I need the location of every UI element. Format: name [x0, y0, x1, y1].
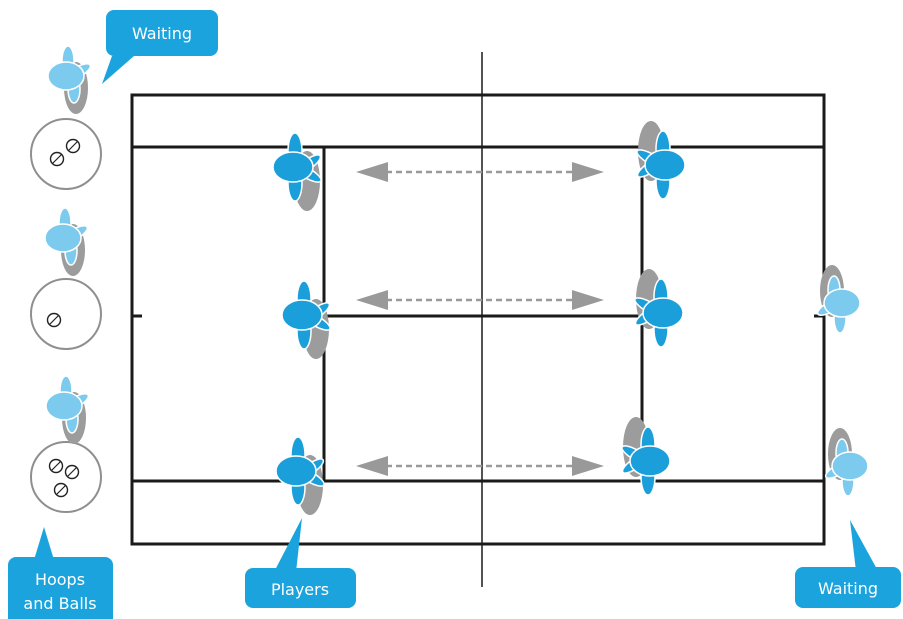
- callout-hoops-and-balls: Hoops and Balls: [8, 527, 113, 619]
- callout-waiting-bottom: Waiting: [795, 520, 901, 608]
- waiting-player-icon: [44, 207, 91, 277]
- double-arrow-icon: [354, 160, 606, 184]
- ball-icon: [49, 151, 65, 167]
- double-arrow-icon: [354, 288, 606, 312]
- callout-players: Players: [245, 518, 356, 608]
- player-icon: [631, 268, 684, 348]
- callout-waiting-top-text: Waiting: [132, 24, 192, 43]
- tennis-court: [130, 52, 826, 587]
- waiting-player-icon: [47, 45, 94, 115]
- callout-players-text: Players: [271, 580, 329, 599]
- ball-icon: [53, 482, 69, 498]
- ball-icon: [64, 464, 80, 480]
- callout-hoops-line2: and Balls: [23, 594, 96, 613]
- ball-icon: [65, 138, 81, 154]
- callout-waiting-bottom-text: Waiting: [818, 579, 878, 598]
- waiting-player-icon: [45, 375, 92, 445]
- double-arrow-icon: [354, 454, 606, 478]
- waiting-player-icon: [822, 427, 869, 497]
- hoop-icon: [30, 118, 102, 190]
- hoop-bottom: [30, 441, 102, 513]
- hoop-top: [30, 118, 102, 190]
- hoop-icon: [30, 441, 102, 513]
- hoop-icon: [30, 278, 102, 350]
- player-icon: [272, 132, 325, 212]
- ball-icon: [48, 458, 64, 474]
- player-icon: [275, 436, 328, 516]
- callout-hoops-line1: Hoops: [35, 570, 85, 589]
- court-outline: [130, 93, 826, 546]
- waiting-player-icon: [814, 264, 861, 334]
- player-icon: [618, 416, 671, 496]
- ball-icon: [46, 312, 62, 328]
- callout-waiting-top: Waiting: [102, 10, 218, 84]
- hoop-middle: [30, 278, 102, 350]
